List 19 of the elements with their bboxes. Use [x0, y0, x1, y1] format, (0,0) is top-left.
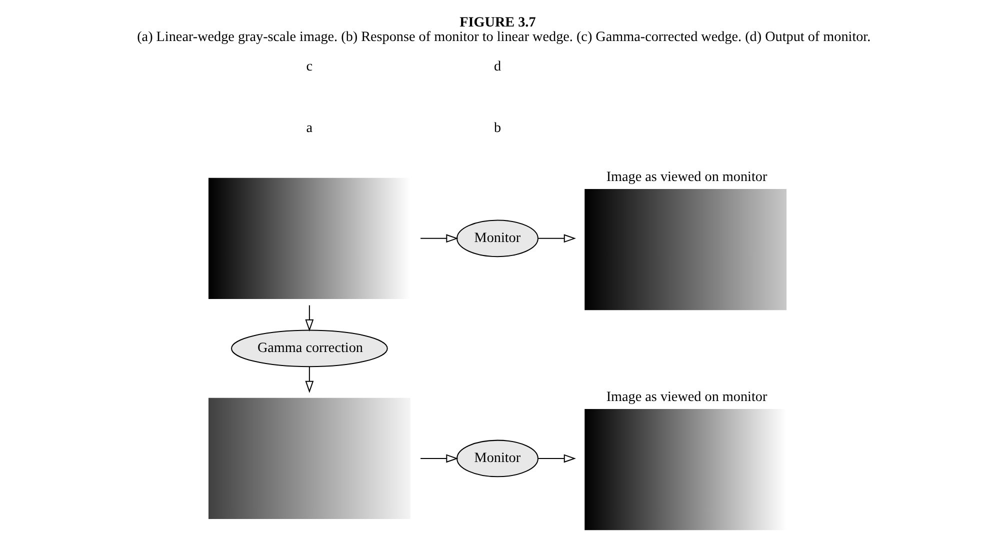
label: d — [494, 58, 502, 75]
node-label: Image as viewed on monitor — [606, 389, 768, 406]
node-ellipse: Monitor — [456, 440, 538, 478]
node-ellipse: Gamma correction — [231, 330, 388, 368]
arrow — [305, 305, 314, 332]
node-box — [584, 188, 787, 310]
arrow — [538, 234, 576, 243]
diagram-title: FIGURE 3.7 — [460, 14, 536, 31]
arrow — [305, 366, 314, 393]
label: b — [494, 120, 502, 136]
node-box — [208, 398, 410, 520]
arrow — [420, 454, 458, 463]
caption: (a) Linear-wedge gray-scale image. (b) Response of monitor to linear wedge. (c) Gamma-corrected wedge. (d) Output of monitor. — [137, 28, 871, 45]
label: a — [306, 120, 313, 136]
label: c — [306, 58, 313, 75]
arrow — [420, 234, 458, 243]
node-ellipse: Monitor — [456, 220, 538, 258]
arrow — [538, 454, 576, 463]
node-label: Image as viewed on monitor — [606, 169, 768, 186]
